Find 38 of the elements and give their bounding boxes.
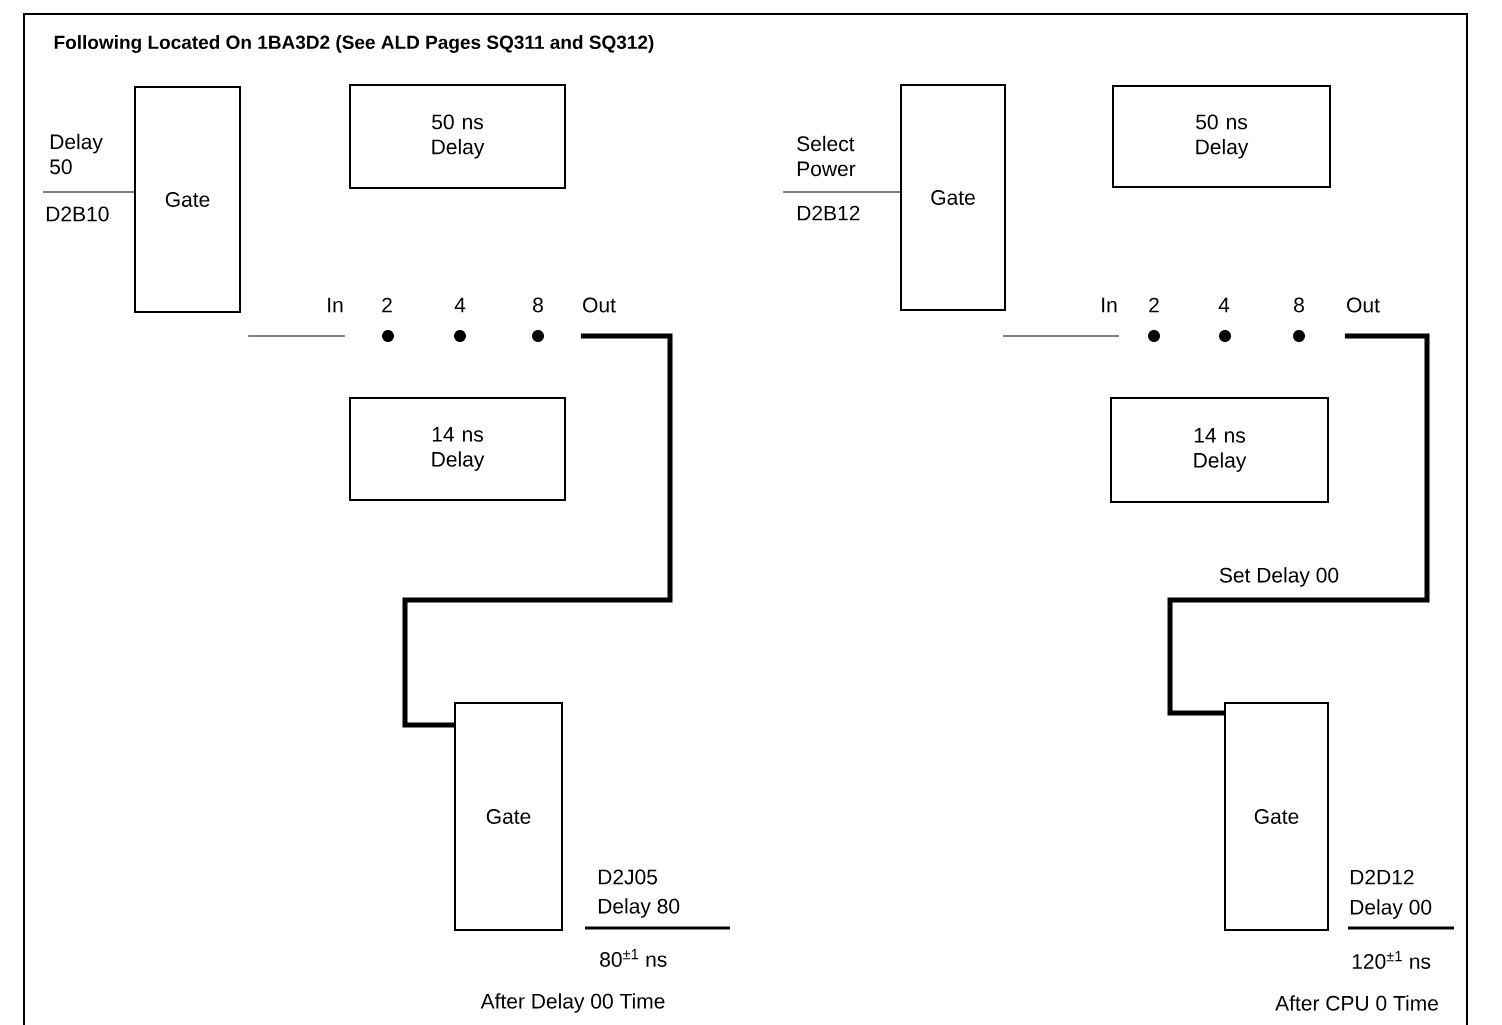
- tap-number: 2: [382, 297, 392, 313]
- gate-box: Gate: [1224, 702, 1329, 931]
- tap-number: 4: [454, 297, 466, 313]
- pin-label: D2B12: [797, 205, 860, 221]
- tap-number: 2: [1149, 297, 1159, 313]
- tap-number: 8: [1294, 297, 1304, 313]
- pin-label: D2J05: [598, 869, 657, 885]
- connector: [1002, 335, 1120, 337]
- pin-label: D2B10: [46, 206, 109, 222]
- terminal-label: In: [1102, 297, 1117, 313]
- title: Following Located On 1BA3D2 (See ALD Pages SQ311 and SQ312): [54, 35, 654, 53]
- timing-note: After CPU 0 Time: [1275, 995, 1438, 1011]
- delay-box: 14 ns Delay: [1110, 397, 1329, 503]
- terminal-label: Out: [1347, 297, 1380, 313]
- connector: [247, 335, 346, 337]
- connector: [1167, 333, 1430, 716]
- terminal-label: In: [328, 297, 343, 313]
- delay-box: 50 ns Delay: [349, 84, 566, 189]
- gate-box: Gate: [134, 86, 241, 313]
- signal-label: Delay 00: [1350, 899, 1432, 919]
- timing-value: 80$^{±1}$ ns: [600, 949, 667, 967]
- timing-note: After Delay 00 Time: [480, 993, 665, 1013]
- signal-label: Select Power: [797, 135, 856, 177]
- delay-box: 50 ns Delay: [1112, 85, 1331, 188]
- terminal-label: Out: [583, 297, 616, 313]
- delay-box: 14 ns Delay: [349, 397, 566, 501]
- timing-value: 120$^{±1}$ ns: [1352, 951, 1431, 969]
- connector: [782, 191, 901, 193]
- tap-number: 4: [1218, 297, 1230, 313]
- pin-label: D2D12: [1350, 869, 1414, 885]
- tap-number: 8: [533, 297, 543, 313]
- gate-box: Gate: [454, 702, 563, 931]
- signal-label: Delay 80: [598, 898, 680, 918]
- gate-box: Gate: [900, 84, 1006, 311]
- edge-label: Set Delay 00: [1216, 565, 1342, 589]
- connector: [402, 333, 673, 728]
- signal-label: Delay 50: [50, 133, 103, 175]
- connector: [42, 191, 135, 193]
